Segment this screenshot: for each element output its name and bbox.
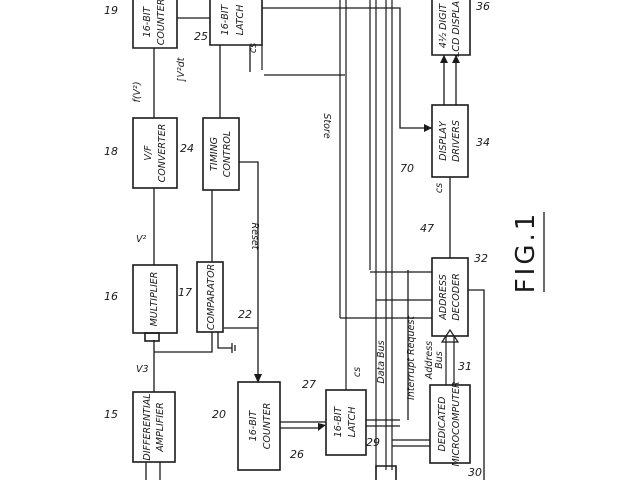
signal-data-bus: Data Bus (376, 340, 387, 383)
ref-number: 17 (178, 286, 192, 299)
block-label: CONVERTER (157, 124, 168, 183)
signal-integral: ∫V²dt (176, 56, 187, 82)
ref-number: 70 (400, 162, 414, 175)
block-label: DIFFERENTIAL (142, 393, 153, 460)
block-label: 4½ DIGIT (438, 3, 449, 49)
microcomputer-block: DEDICATED MICROCOMPUTER 30 (429, 381, 482, 479)
ref-number: 19 (104, 4, 118, 17)
signal-reset: Reset (249, 223, 260, 251)
block-label: DECODER (451, 273, 462, 320)
block-label: 16-BIT (333, 405, 344, 437)
ref-number: 25 (194, 30, 208, 43)
block-label: COUNTER (156, 0, 167, 45)
ref-number: 30 (468, 466, 482, 479)
ref-number: 24 (180, 142, 194, 155)
ref-number: 20 (212, 408, 226, 421)
signal-store: Store (321, 113, 332, 138)
block-label: DEDICATED (437, 397, 448, 452)
vf-converter-block: V/F CONVERTER 18 (104, 117, 178, 189)
multiplier-block: MULTIPLIER 16 (104, 264, 178, 334)
ref-number: 31 (458, 360, 472, 373)
block-label: 16-BIT (220, 3, 231, 35)
block-label: 16-BIT (248, 409, 259, 441)
figure-title: FIG.1 (511, 211, 541, 294)
ref-number: 15 (104, 408, 118, 421)
block-label: MICROCOMPUTER (451, 381, 462, 466)
signal-wires (144, 0, 485, 480)
ref-number: 27 (302, 378, 316, 391)
ref-number: 16 (104, 290, 118, 303)
display-drivers-block: DISPLAY DRIVERS 34 (431, 104, 490, 178)
block-label: DRIVERS (451, 120, 462, 162)
latch-top-block: 16-BIT LATCH (209, 0, 263, 46)
block-label: AMPLIFIER (155, 402, 166, 452)
signal-address-bus: Address (424, 341, 435, 380)
block-label: 16-BIT (142, 5, 153, 37)
block-label: COMPARATOR (206, 264, 217, 330)
signal-chip-select: cs (248, 43, 259, 53)
address-decoder-block: ADDRESS DECODER 32 (431, 252, 488, 337)
ref-number: 29 (366, 436, 380, 449)
signal-f-v-squared: f(V²) (132, 81, 143, 102)
figure-label: FIG.1 (511, 211, 545, 294)
signal-labels: V3 V² f(V²) ∫V²dt Reset Store Data Bus I… (132, 43, 445, 400)
lcd-display-block: 4½ DIGIT LCD DISPLAY 36 (431, 0, 490, 57)
signal-v3: V3 (136, 364, 149, 375)
ref-number: 18 (104, 145, 118, 158)
timing-control-block: TIMING CONTROL 24 (180, 117, 240, 191)
counter-bottom-block: 16-BIT COUNTER 20 (212, 381, 281, 471)
block-label: CONTROL (222, 131, 233, 177)
signal-v-squared: V² (136, 234, 146, 245)
block-label: V/F (143, 145, 154, 161)
signal-chip-select: cs (434, 183, 445, 193)
block-label: LATCH (347, 407, 358, 438)
signal-address-bus: Bus (434, 351, 445, 369)
ref-number: 22 (238, 308, 252, 321)
block-label: DISPLAY (438, 120, 449, 161)
reference-numbers: 22 25 26 29 31 47 70 (194, 30, 472, 461)
block-label: COUNTER (262, 403, 273, 450)
ref-number: 26 (290, 448, 304, 461)
differential-amplifier-block: DIFFERENTIAL AMPLIFIER 15 (104, 391, 176, 463)
signal-chip-select: cs (352, 367, 363, 377)
ref-number: 47 (420, 222, 434, 235)
ref-number: 32 (474, 252, 488, 265)
counter-top-block: 16-BIT COUNTER 19 (104, 0, 178, 49)
block-label: ADDRESS (438, 274, 449, 320)
ref-number: 36 (476, 0, 490, 13)
block-label: LATCH (235, 5, 246, 36)
block-label: TIMING (209, 137, 220, 171)
ref-number: 34 (476, 136, 490, 149)
signal-interrupt-request: Interrupt Request (406, 315, 417, 400)
block-label: LCD DISPLAY (451, 0, 462, 57)
comparator-block: COMPARATOR 17 (178, 261, 224, 333)
latch-bottom-block: 16-BIT LATCH 27 (302, 378, 367, 456)
block-label: MULTIPLIER (149, 272, 160, 327)
